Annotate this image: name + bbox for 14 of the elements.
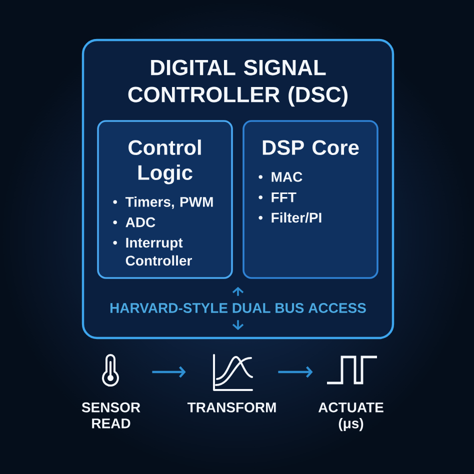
bus-label: HARVARD-STYLE DUAL BUS ACCESS: [110, 303, 366, 313]
list-item: Filter/PI: [272, 212, 322, 223]
box-heading: DSP Core: [262, 140, 359, 155]
list-item: ADC: [126, 217, 156, 228]
list-item: FFT: [272, 192, 296, 202]
list-item: Interrupt Controller: [126, 238, 192, 266]
list-item: MAC: [272, 172, 302, 182]
step-label: TRANSFORM: [187, 402, 276, 412]
arrow: [152, 366, 186, 378]
list-item: Timers, PWM: [125, 196, 213, 209]
box-heading: Control Logic: [128, 140, 201, 184]
step-label: ACTUATE (μs): [318, 402, 384, 432]
arrow: [278, 366, 313, 378]
step-label: SENSOR READ: [82, 402, 140, 428]
